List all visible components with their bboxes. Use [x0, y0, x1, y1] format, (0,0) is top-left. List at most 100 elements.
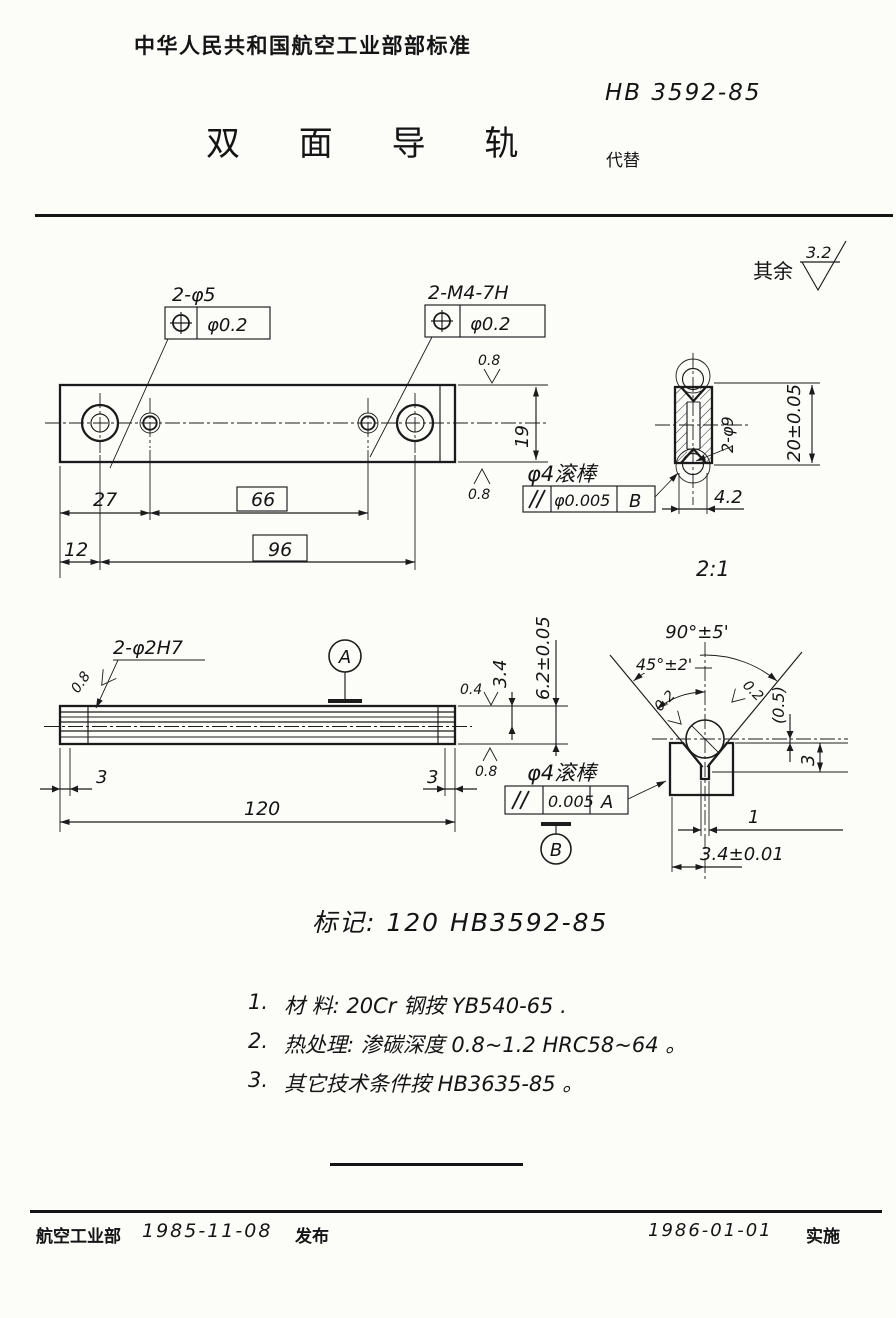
side-view: 2-φ2H7 0.8 A 0.4	[40, 616, 667, 865]
replaces-label: 代替	[606, 151, 640, 171]
svg-text:0.8: 0.8	[68, 669, 94, 696]
dim-gap-label: (0.5)	[769, 686, 788, 724]
dim-96-label: 96	[268, 539, 292, 561]
angle-dims: 90°±5' 45°±2'	[632, 621, 778, 710]
angle-45-label: 45°±2'	[636, 655, 692, 674]
dim-62-label: 6.2±0.05	[533, 616, 554, 700]
detail-right-dims: (0.5) 3	[712, 686, 848, 773]
top-view: 2-φ5 φ0.2 2-M4-7H	[45, 282, 679, 578]
side-right-dims: 0.4 3.4 6.2±0.05 0.8	[458, 616, 568, 780]
callout-right-label: 2-M4-7H	[428, 282, 509, 304]
roller-label: φ4滚棒	[527, 462, 599, 486]
roughness-08-value: 0.8	[475, 764, 497, 780]
dim-34-label: 3.4	[490, 659, 511, 688]
dim-19: 19	[458, 384, 548, 463]
tolerance-value: φ0.005	[554, 491, 610, 510]
roller-label: φ4滚棒	[527, 761, 599, 785]
note-text: 其它技术条件按 HB3635-85 。	[284, 1072, 584, 1096]
standard-header: 中华人民共和国航空工业部部标准	[134, 34, 472, 58]
dim-3-label: 3	[798, 755, 819, 766]
note-row: 3. 其它技术条件按 HB3635-85 。	[248, 1068, 698, 1098]
position-tolerance-icon	[170, 312, 192, 334]
designation-line: 标记: 120 HB3592-85	[312, 908, 609, 937]
dim-2phi9: 2-φ9	[695, 416, 737, 462]
note-number: 3.	[248, 1068, 269, 1092]
dim-12-label: 12	[64, 539, 88, 561]
callout-left-label: 2-φ5	[172, 284, 216, 306]
dim-20: 20±0.05	[714, 382, 820, 466]
groove-roughness: 0.2 0.2	[652, 678, 766, 725]
note-row: 1. 材 料: 20Cr 钢按 YB540-65 .	[248, 990, 698, 1020]
dim-34-label: 3.4±0.01	[700, 844, 784, 865]
header-divider	[35, 214, 893, 217]
dim-20-label: 20±0.05	[784, 384, 805, 462]
others-roughness-value: 3.2	[806, 243, 831, 262]
roughness-icon	[731, 688, 746, 703]
note-row: 2. 热处理: 渗碳深度 0.8~1.2 HRC58~64 。	[248, 1029, 698, 1059]
datum-ref-a: A	[600, 792, 613, 813]
angle-90-label: 90°±5'	[665, 622, 728, 643]
roller-tolerance-lower: φ4滚棒 0.005 A B	[504, 761, 667, 865]
footer-issuer: 航空工业部	[36, 1227, 121, 1247]
dim-3-right-label: 3	[427, 767, 438, 788]
roughness-value-rotated: 0.8	[68, 669, 94, 696]
dim-66-label: 66	[251, 489, 275, 511]
bottom-divider	[330, 1163, 523, 1166]
datum-b-label: B	[550, 840, 562, 861]
position-tolerance-icon	[431, 310, 453, 332]
callout-holes-right: 2-M4-7H φ0.2	[424, 282, 546, 338]
page-title: 双 面 导 轨	[206, 124, 543, 164]
roughness-icon	[667, 710, 682, 725]
technical-notes: 1. 材 料: 20Cr 钢按 YB540-65 . 2. 热处理: 渗碳深度 …	[248, 990, 698, 1107]
dim-120-label: 120	[244, 798, 280, 820]
callout-label: 2-φ2H7	[113, 637, 183, 659]
note-number: 2.	[248, 1029, 269, 1053]
footer-rule	[30, 1210, 882, 1213]
footer-implement-label: 实施	[806, 1227, 840, 1247]
section-view: 2-φ9 20±0.05 4.2 2:1	[655, 353, 820, 581]
callout-holes-left: 2-φ5 φ0.2	[164, 284, 271, 340]
section-linework	[655, 353, 750, 505]
detail-bottom-dims: 1 3.4±0.01	[671, 781, 843, 872]
others-label: 其余	[753, 259, 793, 283]
footer-issue-date: 1985-11-08	[142, 1220, 273, 1242]
note-text: 材 料: 20Cr 钢按 YB540-65 .	[284, 994, 567, 1018]
datum-a-symbol: A	[328, 639, 362, 703]
roughness-value: 0.8	[478, 353, 500, 369]
roughness-value: 0.8	[468, 487, 490, 503]
roller-tolerance-upper: φ4滚棒 φ0.005 B	[522, 462, 679, 513]
note-number: 1.	[248, 990, 269, 1014]
dim-3-left-label: 3	[96, 767, 107, 788]
roughness-icon	[483, 368, 501, 384]
roughness-icon	[800, 240, 847, 292]
dim-2phi9-label: 2-φ9	[718, 416, 737, 453]
doc-number: HB 3592-85	[605, 80, 762, 106]
note-text: 热处理: 渗碳深度 0.8~1.2 HRC58~64 。	[284, 1033, 687, 1057]
detail-linework	[609, 642, 848, 880]
roughness-icon	[473, 468, 491, 485]
dims-below-plate: 27 66 12 96	[59, 450, 416, 578]
datum-ref-b: B	[629, 491, 641, 512]
callout-right-tolerance: φ0.2	[470, 314, 511, 335]
roughness-icon	[483, 691, 499, 706]
roughness-bottom: 0.8	[468, 468, 491, 503]
general-roughness-note: 其余 3.2	[753, 240, 847, 292]
side-view-linework	[44, 704, 472, 746]
parallelism-icon	[511, 790, 530, 810]
tolerance-value: 0.005	[548, 792, 594, 811]
scale-label: 2:1	[696, 557, 730, 581]
top-view-linework	[45, 336, 548, 469]
dim-1-label: 1	[748, 807, 759, 828]
dim-42: 4.2	[662, 473, 744, 514]
dim-19-label: 19	[512, 425, 533, 448]
callout-left-tolerance: φ0.2	[207, 315, 248, 336]
detail-view: 90°±5' 45°±2' 0.2 0.2 (0.5) 3	[609, 621, 848, 880]
side-bottom-dims: 3 3 120	[40, 748, 477, 832]
roughness-icon	[101, 669, 117, 687]
dim-42-label: 4.2	[714, 487, 743, 508]
parallelism-icon	[528, 489, 546, 509]
dim-27-label: 27	[93, 489, 117, 511]
datum-a-label: A	[338, 647, 351, 668]
